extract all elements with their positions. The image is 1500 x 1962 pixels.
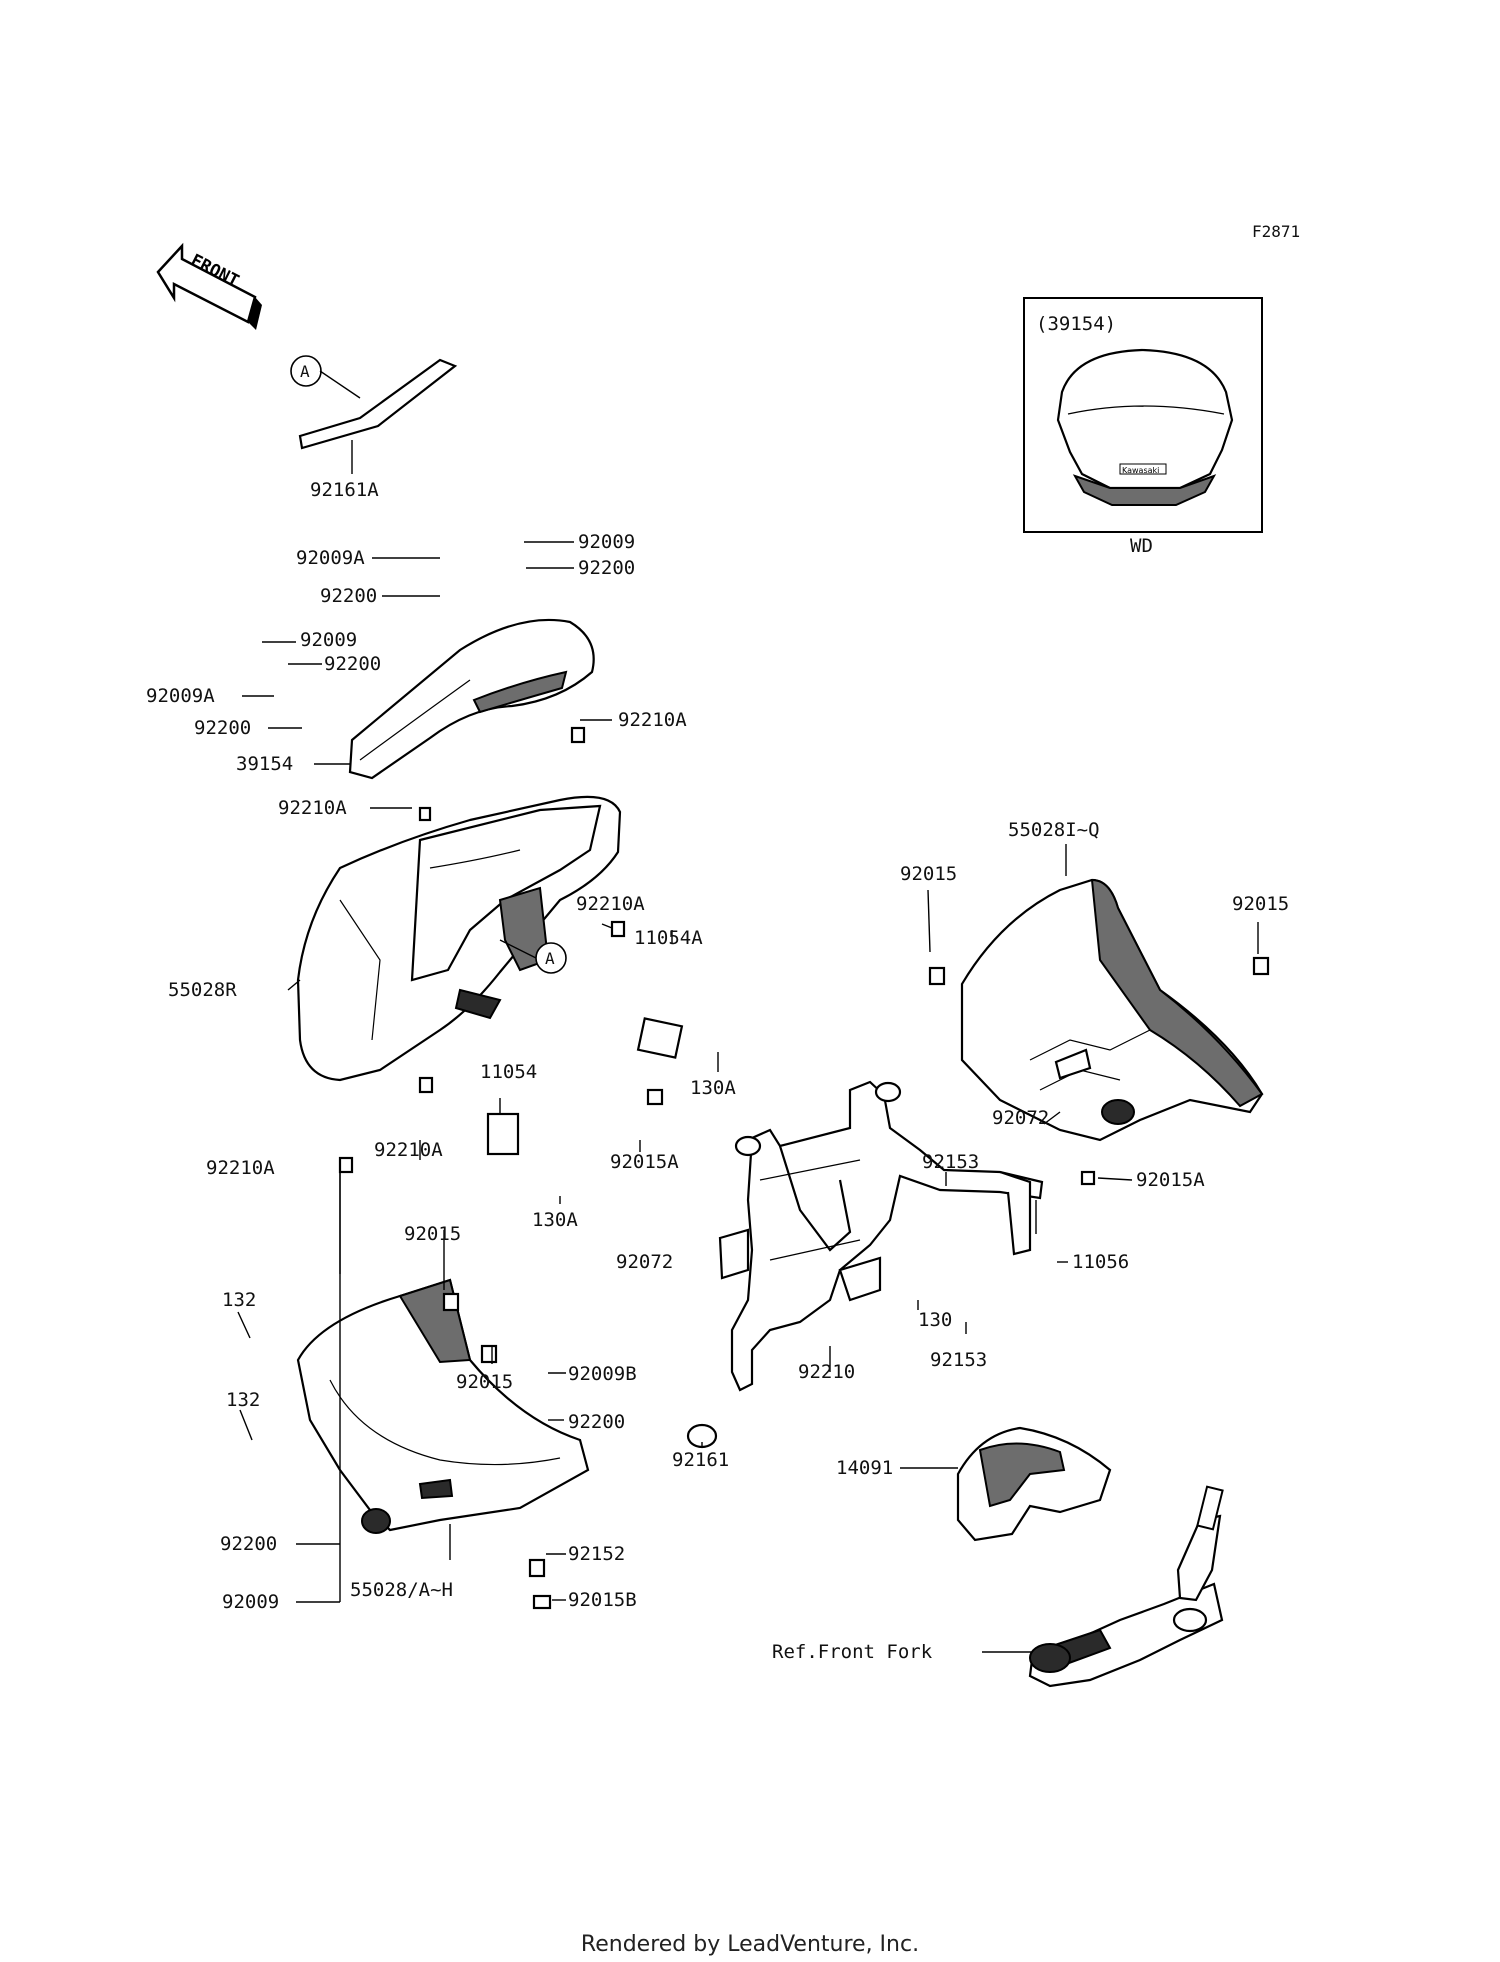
leader-lines (237, 541, 1259, 1653)
label-92153: 92153 (930, 1349, 987, 1371)
part-55028AH-lower-cowl (296, 1278, 590, 1534)
label-92210: 92210 (798, 1361, 855, 1383)
label-92152: 92152 (568, 1543, 625, 1565)
windshield-wd (1056, 348, 1234, 490)
label-92015A: 92015A (1136, 1169, 1205, 1191)
label-55028IQ: 55028I~Q (1008, 819, 1100, 841)
inset-box: (39154) Kawasaki WD (1023, 297, 1263, 557)
label-92009B: 92009B (568, 1363, 637, 1385)
label-92210A: 92210A (278, 797, 347, 819)
label-130A: 130A (532, 1209, 578, 1231)
label-14091: 14091 (836, 1457, 893, 1479)
part-55028R-upper-cowl (296, 795, 622, 1082)
footer-credit: Rendered by LeadVenture, Inc. (580, 1932, 920, 1957)
label-132: 132 (226, 1389, 260, 1411)
label-11056: 11056 (1072, 1251, 1129, 1273)
label-92210A: 92210A (206, 1157, 275, 1179)
label-92015: 92015 (1232, 893, 1289, 915)
part-11056-bracket (718, 1080, 1044, 1392)
label-92009: 92009 (300, 629, 357, 651)
label-92015B: 92015B (568, 1589, 637, 1611)
label-92161: 92161 (672, 1449, 729, 1471)
label-130A: 130A (690, 1077, 736, 1099)
label-92009A: 92009A (296, 547, 365, 569)
label-92072: 92072 (616, 1251, 673, 1273)
label-92200: 92200 (194, 717, 251, 739)
label-39154: 39154 (236, 753, 293, 775)
inset-caption: WD (1130, 535, 1153, 557)
label-132: 132 (222, 1289, 256, 1311)
label-11054A: 11054A (634, 927, 703, 949)
callout-marker: A (300, 362, 310, 381)
label-92210A: 92210A (618, 709, 687, 731)
label-55028R: 55028R (168, 979, 237, 1001)
label-92200: 92200 (324, 653, 381, 675)
label-92200: 92200 (320, 585, 377, 607)
label-92015: 92015 (456, 1371, 513, 1393)
label-92015: 92015 (404, 1223, 461, 1245)
label-92072: 92072 (992, 1107, 1049, 1129)
label-92153: 92153 (922, 1151, 979, 1173)
inset-logo: Kawasaki (1122, 466, 1159, 475)
label-ref-front-fork: Ref.Front Fork (772, 1641, 933, 1663)
figure-code: F2871 (1252, 222, 1300, 241)
part-92161A: A (290, 355, 458, 474)
label-92210A: 92210A (576, 893, 645, 915)
label-92009A: 92009A (146, 685, 215, 707)
label-92009: 92009 (578, 531, 635, 553)
label-92210A: 92210A (374, 1139, 443, 1161)
callout-marker-2: A (545, 949, 555, 968)
label-92200: 92200 (568, 1411, 625, 1433)
label-92161A: 92161A (310, 479, 379, 501)
label-130: 130 (918, 1309, 952, 1331)
part-55028IQ-side-cowl (960, 878, 1264, 1142)
label-55028AH: 55028/A~H (350, 1579, 453, 1601)
callout-a-marker: A (499, 939, 567, 974)
label-92200: 92200 (578, 557, 635, 579)
part-39154-windshield (348, 618, 595, 780)
label-92200: 92200 (220, 1533, 277, 1555)
part-14091-cover (956, 1426, 1112, 1542)
front-arrow-icon: FRONT (156, 242, 262, 330)
inset-title: (39154) (1036, 313, 1116, 335)
label-92009: 92009 (222, 1591, 279, 1613)
label-11054: 11054 (480, 1061, 537, 1083)
label-92015: 92015 (900, 863, 957, 885)
label-92015A: 92015A (610, 1151, 679, 1173)
ref-front-fork (1028, 1485, 1224, 1688)
